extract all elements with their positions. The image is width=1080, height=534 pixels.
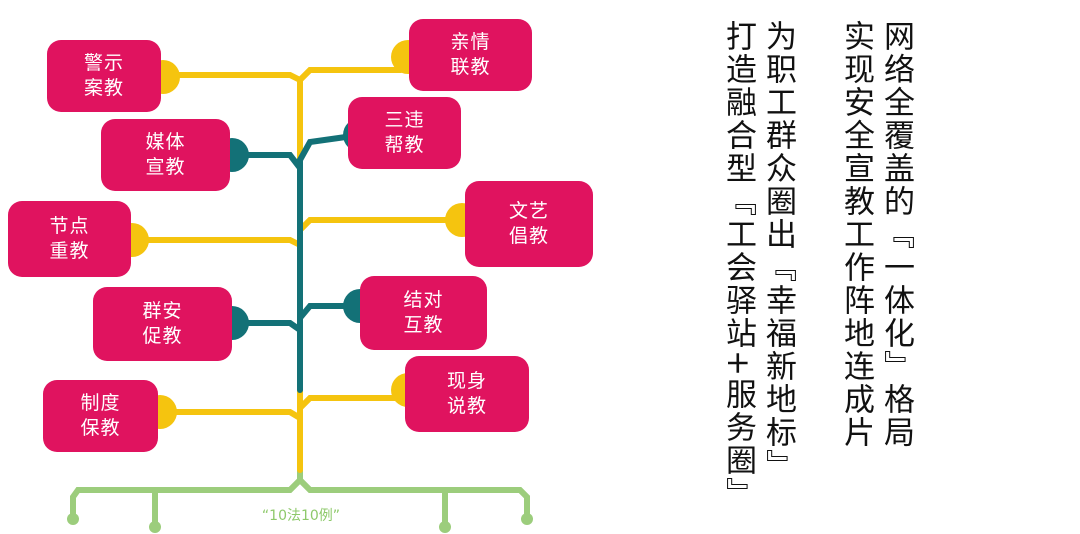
branch-label-line: 三违 — [384, 109, 425, 131]
root-roots — [70, 467, 530, 530]
branch-label-line: 帮教 — [384, 134, 425, 156]
branch-box: 亲情 联教 — [409, 19, 532, 91]
branch-label-line: 节点 — [49, 215, 90, 237]
branch-box: 三违 帮教 — [348, 97, 461, 169]
branch-label-line: 联教 — [450, 56, 491, 78]
branch-label-line: 促教 — [142, 325, 183, 347]
branch-label-line: 媒体 — [145, 131, 186, 153]
branch-label-line: 文艺 — [508, 200, 549, 222]
branch-label-line: 案教 — [83, 77, 124, 99]
headline-col-3: 为职工群众圈出『幸福新地标』 — [760, 20, 796, 482]
headline-col-2: 实现安全宣教工作阵地连成片 — [838, 20, 874, 449]
branch-label-line: 重教 — [49, 240, 90, 262]
branch-label-line: 保教 — [80, 417, 121, 439]
branch-label-line: 结对 — [403, 289, 444, 311]
branch-label-line: 制度 — [80, 392, 121, 414]
branch-label-line: 倡教 — [508, 225, 549, 247]
headline-col-4: 打造融合型『工会驿站+服务圈』 — [720, 20, 756, 510]
branch-label-line: 群安 — [142, 300, 183, 322]
headline-col-1: 网络全覆盖的『一体化』格局 — [878, 20, 914, 449]
root-node — [521, 513, 533, 525]
branch-box: 现身 说教 — [405, 356, 529, 432]
branch-label-line: 互教 — [403, 314, 444, 336]
branch-box: 警示 案教 — [47, 40, 161, 112]
teal-branches — [229, 132, 363, 393]
branch-box: 群安 促教 — [93, 287, 232, 361]
root-label: “10法10例” — [261, 508, 341, 524]
branch-box: 节点 重教 — [8, 201, 131, 277]
root-node — [67, 513, 79, 525]
root-node — [439, 521, 451, 533]
branch-box: 结对 互教 — [360, 276, 487, 350]
branch-label-line: 亲情 — [450, 31, 491, 53]
branch-label-line: 宣教 — [145, 156, 186, 178]
root-node — [149, 521, 161, 533]
branch-label-line: 现身 — [446, 370, 487, 392]
branch-box: 媒体 宣教 — [101, 119, 230, 191]
branch-label-line: 警示 — [83, 52, 124, 74]
branch-box: 文艺 倡教 — [465, 181, 593, 267]
branch-box: 制度 保教 — [43, 380, 158, 452]
root-nodes — [67, 513, 533, 533]
branch-label-line: 说教 — [446, 395, 487, 417]
